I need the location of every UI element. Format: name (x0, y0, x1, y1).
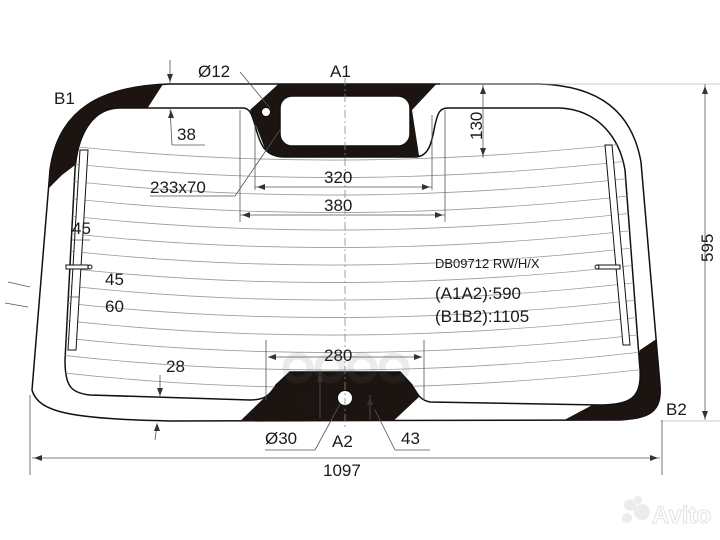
hole-top (261, 107, 271, 117)
dimension-arrows (34, 74, 708, 461)
dim-45-top: 45 (72, 219, 91, 238)
heating-line (65, 175, 641, 196)
busbar-right (604, 144, 631, 346)
connector-right (594, 264, 621, 270)
heating-line (65, 245, 641, 266)
heating-line (65, 158, 641, 178)
point-a2: A2 (332, 432, 353, 451)
band-bottom-right (553, 330, 661, 421)
heating-line (65, 193, 641, 213)
svg-text:Avito: Avito (652, 502, 711, 529)
heating-line (65, 210, 641, 231)
dim-60: 60 (105, 297, 124, 316)
dim-b1b2: (B1B2):1105 (435, 307, 529, 326)
dim-1097: 1097 (323, 461, 361, 480)
dim-43: 43 (401, 429, 420, 448)
dim-a1a2: (A1A2):590 (435, 284, 521, 303)
connector-left (65, 264, 93, 270)
dim-595: 595 (698, 234, 717, 262)
dim-window: 233x70 (150, 178, 206, 197)
point-a1: A1 (330, 62, 351, 81)
dim-85: 85 (300, 391, 319, 410)
dim-45: 45 (105, 270, 124, 289)
busbar-left (67, 149, 89, 351)
part-code: DB09712 RW/H/X (435, 256, 540, 271)
heating-line (65, 140, 641, 161)
avito-logo: Avito (622, 496, 712, 530)
point-b2: B2 (666, 400, 687, 419)
dim-38: 38 (177, 125, 196, 144)
heating-lines (65, 140, 641, 388)
heating-line (65, 228, 641, 248)
dim-320: 320 (324, 168, 352, 187)
abcp-watermark (282, 352, 410, 384)
heating-line (65, 333, 641, 353)
heating-line (65, 280, 641, 301)
dim-hole-bottom: Ø30 (265, 429, 297, 448)
heating-line (65, 298, 641, 318)
point-b1: B1 (54, 89, 75, 108)
dimension-lines (4, 60, 720, 475)
dim-380: 380 (324, 196, 352, 215)
dim-hole-top: Ø12 (198, 62, 230, 81)
dim-130: 130 (467, 112, 486, 140)
heating-line (65, 263, 641, 283)
dim-28: 28 (166, 357, 185, 376)
heating-line (65, 350, 641, 371)
heating-line (65, 315, 641, 336)
dim-280: 280 (324, 346, 352, 365)
glass-inner-edge (64, 107, 641, 406)
